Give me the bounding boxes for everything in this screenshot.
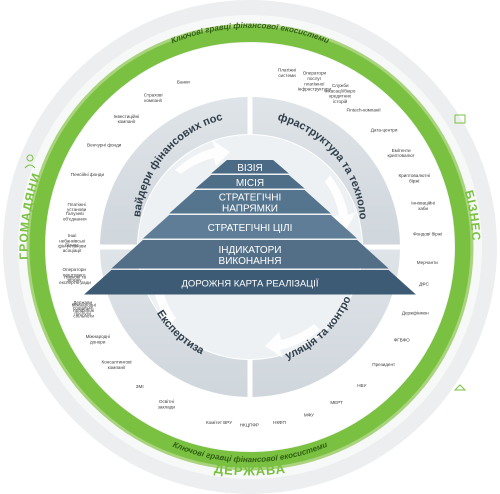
actor-regulation-8: НКФП bbox=[273, 420, 286, 425]
actor-providers-1: Банки bbox=[177, 80, 190, 85]
actor-infrastructure-10: Мерчанти bbox=[417, 260, 438, 265]
actor-regulation-5: НБУ bbox=[357, 383, 366, 388]
pyramid-label-2: МІСІЯ bbox=[236, 178, 264, 189]
actor-regulation-2: Держфінмон bbox=[402, 311, 429, 316]
actor-regulation-9: НКЦПФР bbox=[240, 423, 259, 428]
pyramid-level-4 bbox=[142, 215, 358, 239]
business-icon bbox=[454, 114, 466, 124]
actor-regulation-4: Президент bbox=[372, 362, 396, 367]
actor-regulation-10: Комітет ВРУ bbox=[206, 420, 232, 425]
quadrant-providers bbox=[100, 97, 250, 247]
actor-providers-5: Пенсійні фонди bbox=[71, 171, 105, 177]
state-icon bbox=[453, 384, 467, 391]
actor-infrastructure-5: Дата-центри bbox=[371, 128, 398, 133]
green-band-outline bbox=[26, 23, 474, 471]
pyramid-label-6: ДОРОЖНЯ КАРТА РЕАЛІЗАЦІЇ bbox=[182, 279, 319, 290]
actor-expertise-2: ЗМІ bbox=[136, 384, 144, 389]
actor-providers-4: Венчурні фонди bbox=[87, 142, 122, 147]
actor-regulation-1: ДФС bbox=[419, 282, 430, 287]
outer-label-state: ДЕРЖАВА bbox=[213, 461, 286, 479]
pyramid-level-3 bbox=[169, 190, 331, 214]
pyramid-level-2 bbox=[195, 175, 305, 189]
actor-regulation-3: ФГВФО bbox=[394, 338, 410, 343]
pyramid-label-1: ВІЗІЯ bbox=[237, 163, 263, 174]
actor-regulation-7: МФУ bbox=[304, 413, 314, 418]
actor-regulation-6: МЕРТ bbox=[330, 400, 343, 405]
actor-infrastructure-4: Fintech-компанії bbox=[346, 108, 381, 113]
pyramid-level-1 bbox=[211, 160, 289, 174]
pyramid-label-4: СТРАТЕГІЧНІ ЦІЛІ bbox=[208, 223, 293, 234]
actor-infrastructure-9: Фондові біржі bbox=[413, 231, 442, 236]
quadrant-infrastructure bbox=[250, 97, 400, 247]
pyramid-level-5 bbox=[111, 240, 389, 269]
pyramid-level-6 bbox=[84, 270, 416, 295]
green-band bbox=[27, 24, 473, 470]
citizens-icon bbox=[24, 154, 36, 169]
